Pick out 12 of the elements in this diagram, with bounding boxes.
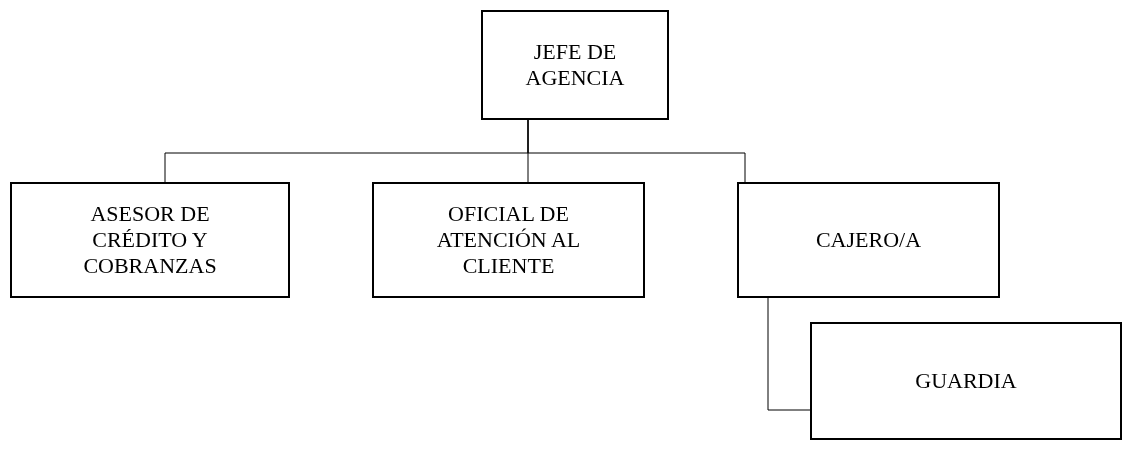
position-box [481, 10, 669, 120]
connector-line [767, 297, 811, 411]
position-box [737, 182, 1000, 298]
connector-line [527, 119, 746, 183]
position-title: GUARDIA [915, 368, 1017, 394]
position-box [810, 322, 1122, 440]
position-title: ASESOR DE CRÉDITO Y COBRANZAS [82, 201, 218, 279]
position-box [372, 182, 645, 298]
position-title: OFICIAL DE ATENCIÓN AL CLIENTE [435, 201, 582, 279]
position-title: CAJERO/A [815, 227, 922, 253]
position-box [10, 182, 290, 298]
position-title: JEFE DE AGENCIA [524, 39, 626, 91]
